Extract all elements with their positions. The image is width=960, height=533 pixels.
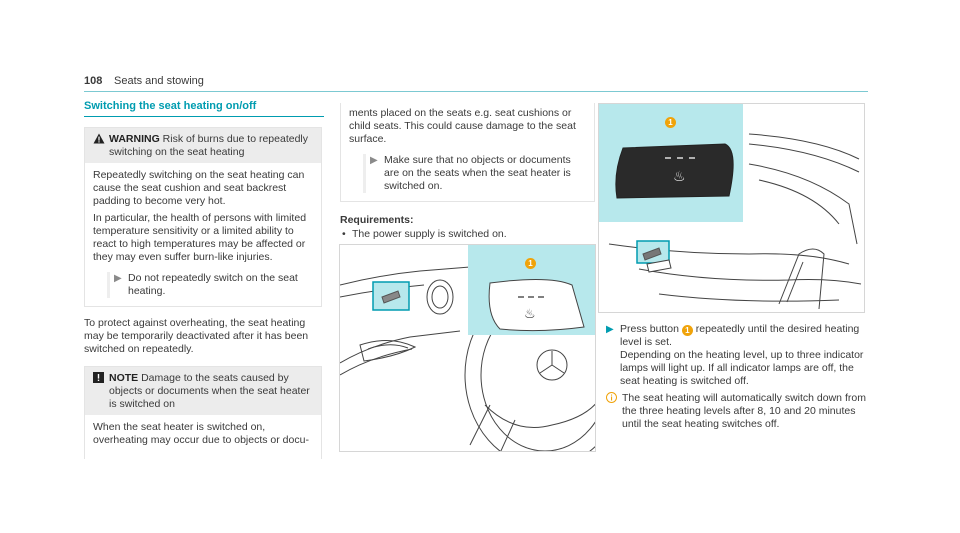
- step-arrow-icon: ▶: [114, 273, 122, 284]
- requirement-item: • The power supply is switched on.: [342, 228, 507, 240]
- page-number: 108: [84, 75, 103, 87]
- instruction: ▶ Press button 1 repeatedly until the de…: [598, 323, 866, 431]
- callout-1: 1: [525, 258, 536, 269]
- column-2: ments placed on the seats e.g. seat cush…: [339, 103, 596, 452]
- warning-title: Risk of burns due to repeatedly switchin…: [109, 133, 309, 158]
- instruction-post: repeatedly until the desired heating lev…: [620, 323, 860, 348]
- warning-body: Repeatedly switching on the seat heating…: [85, 163, 321, 306]
- note-title: Damage to the seats caused by objects or…: [109, 372, 310, 410]
- page-section-title: Seats and stowing: [114, 75, 204, 87]
- note-step: ▶ Make sure that no objects or documents…: [363, 154, 586, 193]
- note-box: NOTE Damage to the seats caused by objec…: [84, 366, 322, 459]
- warning-paragraph: In particular, the health of persons wit…: [93, 212, 307, 263]
- instruction-detail: Depending on the heating level, up to th…: [620, 349, 864, 387]
- instruction-pre: Press button: [620, 323, 679, 335]
- info-icon: [606, 392, 622, 431]
- column-1: Switching the seat heating on/off WARNIN…: [84, 100, 324, 459]
- note-paragraph: When the seat heater is switched on, ove…: [93, 421, 309, 446]
- note-paragraph-continued: ments placed on the seats e.g. seat cush…: [349, 107, 576, 145]
- instruction-step: ▶ Press button 1 repeatedly until the de…: [606, 323, 866, 388]
- note-label: NOTE: [109, 372, 139, 384]
- info-note: The seat heating will automatically swit…: [606, 392, 866, 431]
- section-title: Switching the seat heating on/off: [84, 100, 324, 117]
- info-text: The seat heating will automatically swit…: [622, 392, 866, 430]
- warning-paragraph: Repeatedly switching on the seat heating…: [93, 169, 305, 207]
- requirements: Requirements: • The power supply is swit…: [340, 214, 595, 241]
- seat-heating-icon: ♨: [524, 306, 536, 321]
- page-header: 108 Seats and stowing: [84, 74, 868, 92]
- protect-text: To protect against overheating, the seat…: [84, 317, 309, 355]
- note-box-continued: ments placed on the seats e.g. seat cush…: [340, 103, 595, 202]
- door-panel-illustration: 1 ♨: [339, 244, 596, 452]
- warning-box: WARNING Risk of burns due to repeatedly …: [84, 127, 322, 307]
- warning-step: ▶ Do not repeatedly switch on the seat h…: [107, 272, 313, 298]
- step-arrow-icon: ▶: [606, 324, 614, 335]
- warning-triangle-icon: [93, 133, 109, 159]
- callout-1: 1: [681, 325, 693, 336]
- note-header: NOTE Damage to the seats caused by objec…: [85, 367, 321, 415]
- note-exclamation-icon: [93, 372, 109, 411]
- note-body-start: When the seat heater is switched on, ove…: [85, 415, 321, 459]
- requirements-title: Requirements:: [340, 214, 414, 226]
- seat-heating-icon: ♨: [673, 168, 686, 184]
- requirement-text: The power supply is switched on.: [352, 228, 507, 240]
- warning-header: WARNING Risk of burns due to repeatedly …: [85, 128, 321, 163]
- step-arrow-icon: ▶: [370, 155, 378, 166]
- warning-step-text: Do not repeatedly switch on the seat hea…: [128, 272, 298, 297]
- note-step-text: Make sure that no objects or documents a…: [384, 154, 571, 192]
- warning-label: WARNING: [109, 133, 160, 145]
- column-3: 1 ♨ ▶ Press button 1 repeatedly until th…: [598, 103, 866, 431]
- seat-illustration: 1 ♨: [598, 103, 865, 313]
- callout-1: 1: [665, 117, 676, 128]
